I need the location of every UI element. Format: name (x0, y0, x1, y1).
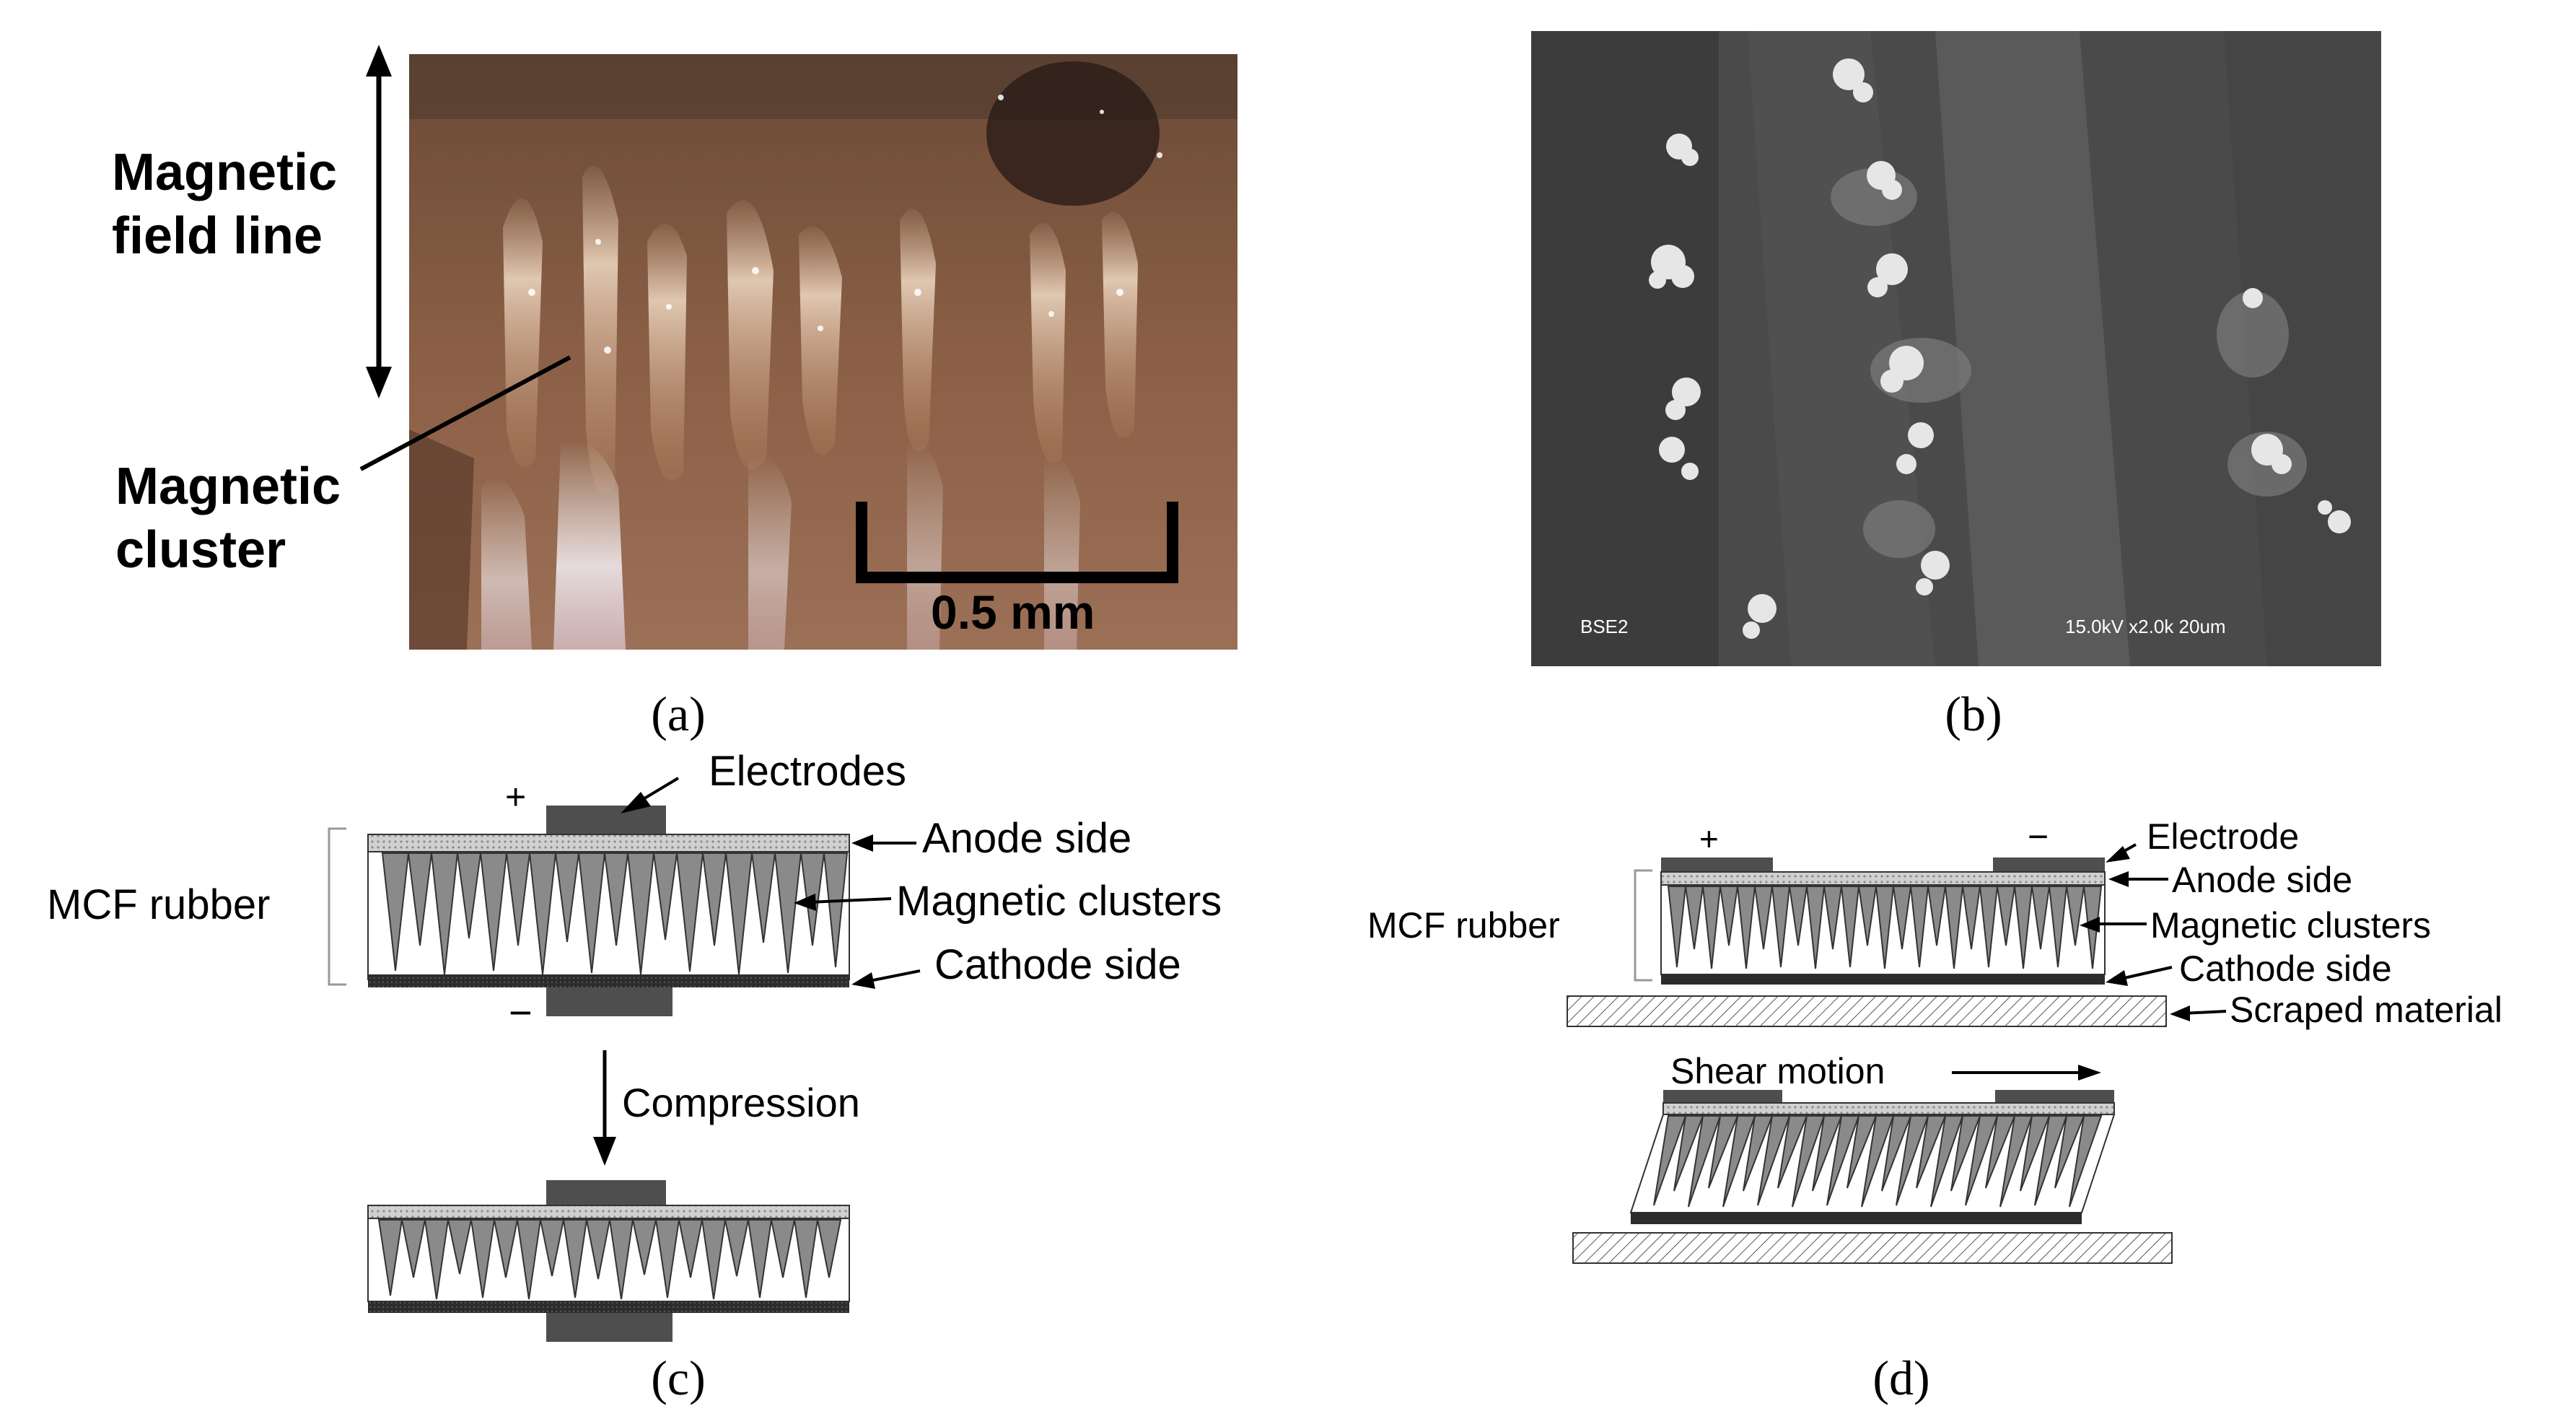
electrode-label: Electrode (2147, 816, 2300, 857)
cathode-side-label-d: Cathode side (2179, 948, 2392, 989)
plus-sign-d: + (1699, 820, 1719, 857)
mcf-rubber-label-d: MCF rubber (1367, 905, 1560, 946)
shear-motion-label: Shear motion (1670, 1051, 1885, 1091)
scale-bar-label: 0.5 mm (931, 585, 1095, 639)
cluster-leader-line (359, 355, 571, 471)
mcf-rubber-diagram-c (328, 777, 921, 1342)
magnetic-clusters-label-d: Magnetic clusters (2150, 905, 2432, 946)
caption-b: (b) (1945, 686, 2002, 741)
caption-a: (a) (651, 686, 706, 741)
sem-detector: BSE2 (1580, 616, 1629, 637)
field-line-arrow (366, 45, 392, 398)
anode-side-label-d: Anode side (2172, 860, 2353, 900)
optical-micrograph (409, 54, 1237, 650)
caption-c: (c) (651, 1350, 706, 1405)
cluster-label: Magnetic cluster (115, 458, 341, 579)
magnetic-clusters-label-c: Magnetic clusters (896, 878, 1222, 925)
sem-image: BSE2 15.0kV x2.0k 20um (1531, 31, 2381, 666)
plus-sign-c: + (505, 777, 527, 817)
field-line-label: Magnetic field line (112, 144, 338, 265)
minus-sign-d: − (2028, 816, 2049, 857)
compression-label: Compression (622, 1080, 860, 1125)
minus-sign-c: − (509, 990, 533, 1035)
scraped-material-label: Scraped material (2230, 990, 2502, 1030)
panel-a: Magnetic field line Magnetic cluster 0.5… (0, 0, 1270, 741)
cathode-side-label-c: Cathode side (934, 941, 1181, 988)
electrodes-label: Electrodes (709, 748, 907, 795)
caption-d: (d) (1872, 1350, 1930, 1405)
panel-c: + − Electrodes Anode side MCF rubber Mag… (0, 729, 1371, 1427)
mcf-rubber-label-c: MCF rubber (47, 881, 271, 928)
sem-info: 15.0kV x2.0k 20um (2065, 616, 2226, 637)
panel-d: + − Electrode Anode side MCF rubber Magn… (1367, 729, 2576, 1427)
scale-bar (856, 502, 1178, 583)
mcf-rubber-diagram-d (1567, 843, 2227, 1264)
anode-side-label-c: Anode side (922, 815, 1132, 862)
panel-b: BSE2 15.0kV x2.0k 20um (b) (1270, 0, 2576, 741)
